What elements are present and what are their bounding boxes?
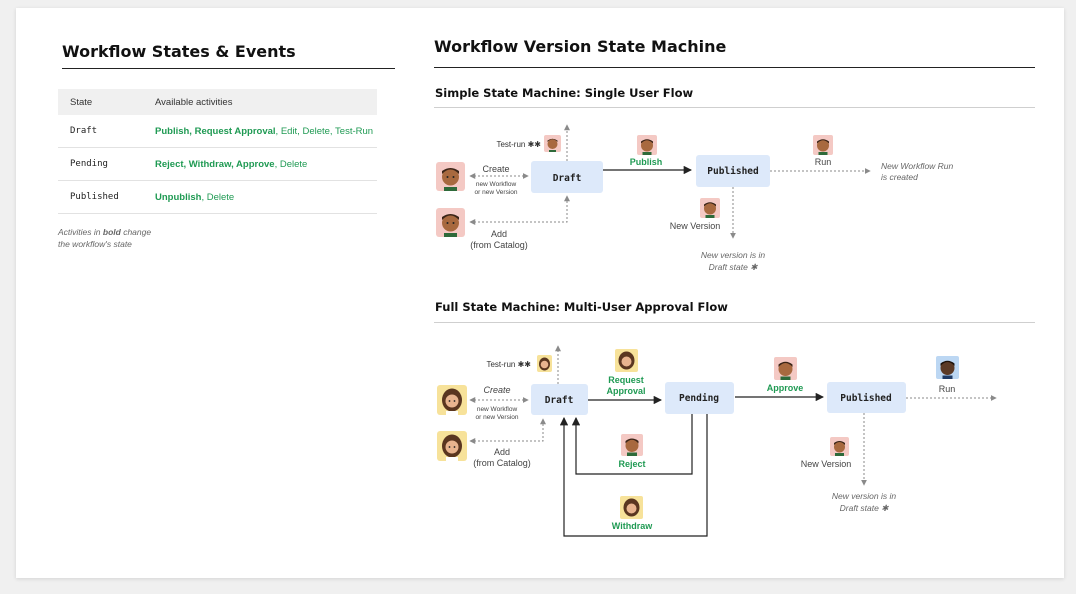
avatar: [620, 496, 643, 519]
add-edge: [469, 195, 570, 225]
run-label: Run: [939, 384, 956, 394]
draft-node: [531, 161, 603, 193]
request-approval-label-2: Approval: [606, 386, 645, 396]
new-version-label: New Version: [670, 221, 721, 231]
header-state: State: [58, 89, 143, 115]
create-label: Create: [482, 164, 509, 174]
add-label: Add: [494, 447, 510, 457]
published-node: [696, 155, 770, 187]
other-activities: Delete: [279, 158, 308, 170]
test-run-label: Test-run ✱✱: [486, 360, 531, 369]
add-sub-label: (from Catalog): [470, 240, 528, 250]
table-row: Published Unpublish, Delete: [58, 180, 377, 214]
add-sub-label: (from Catalog): [473, 458, 531, 468]
other-activities: Delete: [206, 191, 235, 203]
avatar: [936, 356, 959, 379]
full-flow-divider: [434, 322, 1035, 323]
activity-separator: ,: [201, 191, 207, 203]
avatar: [537, 355, 552, 372]
new-version-label: New Version: [801, 459, 852, 469]
published-node-label: Published: [707, 166, 759, 177]
approve-label: Approve: [767, 383, 804, 393]
run-label: Run: [815, 157, 832, 167]
avatar: [437, 385, 467, 415]
draft-node: [531, 384, 588, 415]
reject-label: Reject: [618, 459, 645, 469]
new-version-result-1: New version is in: [701, 250, 766, 260]
state-cell: Draft: [58, 115, 143, 148]
avatar: [637, 135, 657, 155]
activities-cell: Publish, Request Approval, Edit, Delete,…: [143, 115, 377, 148]
avatar: [830, 437, 849, 456]
header-activities: Available activities: [143, 89, 377, 115]
avatar: [700, 198, 720, 218]
pending-node-label: Pending: [679, 393, 719, 404]
state-cell: Published: [58, 180, 143, 214]
add-label: Add: [491, 229, 507, 239]
activity-separator: ,: [274, 158, 280, 170]
published-node: [827, 382, 906, 413]
avatar: [436, 162, 465, 191]
activity-separator: ,: [275, 125, 281, 137]
create-label: Create: [483, 385, 510, 395]
avatar: [621, 434, 643, 456]
avatar: [774, 357, 797, 380]
simple-flow: Draft Published Test-run ✱✱ Create new W…: [436, 124, 954, 272]
publish-label: Publish: [630, 157, 663, 167]
draft-node-label: Draft: [553, 173, 582, 184]
state-changing-activities: Reject, Withdraw, Approve: [155, 158, 275, 170]
table-row: Draft Publish, Request Approval, Edit, D…: [58, 115, 377, 148]
run-result-label-1: New Workflow Run: [881, 161, 954, 171]
state-changing-activities: Unpublish: [155, 191, 202, 203]
create-sub-label-2: or new Version: [476, 414, 519, 421]
new-version-result-2: Draft state ✱: [709, 262, 759, 272]
activities-cell: Unpublish, Delete: [143, 180, 377, 214]
published-node-label: Published: [840, 393, 892, 404]
state-cell: Pending: [58, 147, 143, 181]
draft-node-label: Draft: [545, 395, 574, 406]
request-approval-label-1: Request: [608, 375, 644, 385]
table-header-row: State Available activities: [58, 89, 377, 115]
simple-flow-divider: [434, 107, 1035, 108]
avatar: [544, 135, 561, 152]
test-run-label: Test-run ✱✱: [496, 140, 541, 149]
other-activities: Edit, Delete, Test-Run: [280, 125, 374, 137]
new-version-result-1: New version is in: [832, 491, 897, 501]
full-flow-title: Full State Machine: Multi-User Approval …: [435, 300, 728, 314]
full-flow: Draft Pending Published Test-run ✱✱ Crea…: [437, 345, 997, 537]
create-sub-label-1: new Workflow: [477, 406, 518, 413]
states-events-title: Workflow States & Events: [62, 42, 296, 61]
avatar: [436, 208, 465, 237]
simple-flow-title: Simple State Machine: Single User Flow: [435, 86, 694, 100]
add-edge: [469, 418, 546, 444]
table-row: Pending Reject, Withdraw, Approve, Delet…: [58, 147, 377, 181]
avatar: [615, 349, 638, 372]
reject-edge: [571, 414, 693, 475]
withdraw-edge: [559, 414, 708, 537]
new-version-result-2: Draft state ✱: [840, 503, 890, 513]
create-sub-label-2: or new Version: [475, 189, 518, 196]
activities-cell: Reject, Withdraw, Approve, Delete: [143, 147, 377, 181]
create-sub-label-1: new Workflow: [476, 181, 517, 188]
run-result-label-2: is created: [881, 172, 918, 182]
withdraw-label: Withdraw: [612, 521, 653, 531]
state-machine-title: Workflow Version State Machine: [434, 37, 727, 56]
state-changing-activities: Publish, Request Approval: [155, 125, 276, 137]
bold-legend-note: Activities in bold change the workflow's…: [58, 227, 152, 249]
title-divider: [62, 68, 395, 69]
pending-node: [665, 382, 734, 414]
avatar: [813, 135, 833, 155]
states-table: State Available activities Draft Publish…: [58, 89, 377, 214]
state-machine-divider: [434, 67, 1035, 68]
avatar: [437, 431, 467, 461]
